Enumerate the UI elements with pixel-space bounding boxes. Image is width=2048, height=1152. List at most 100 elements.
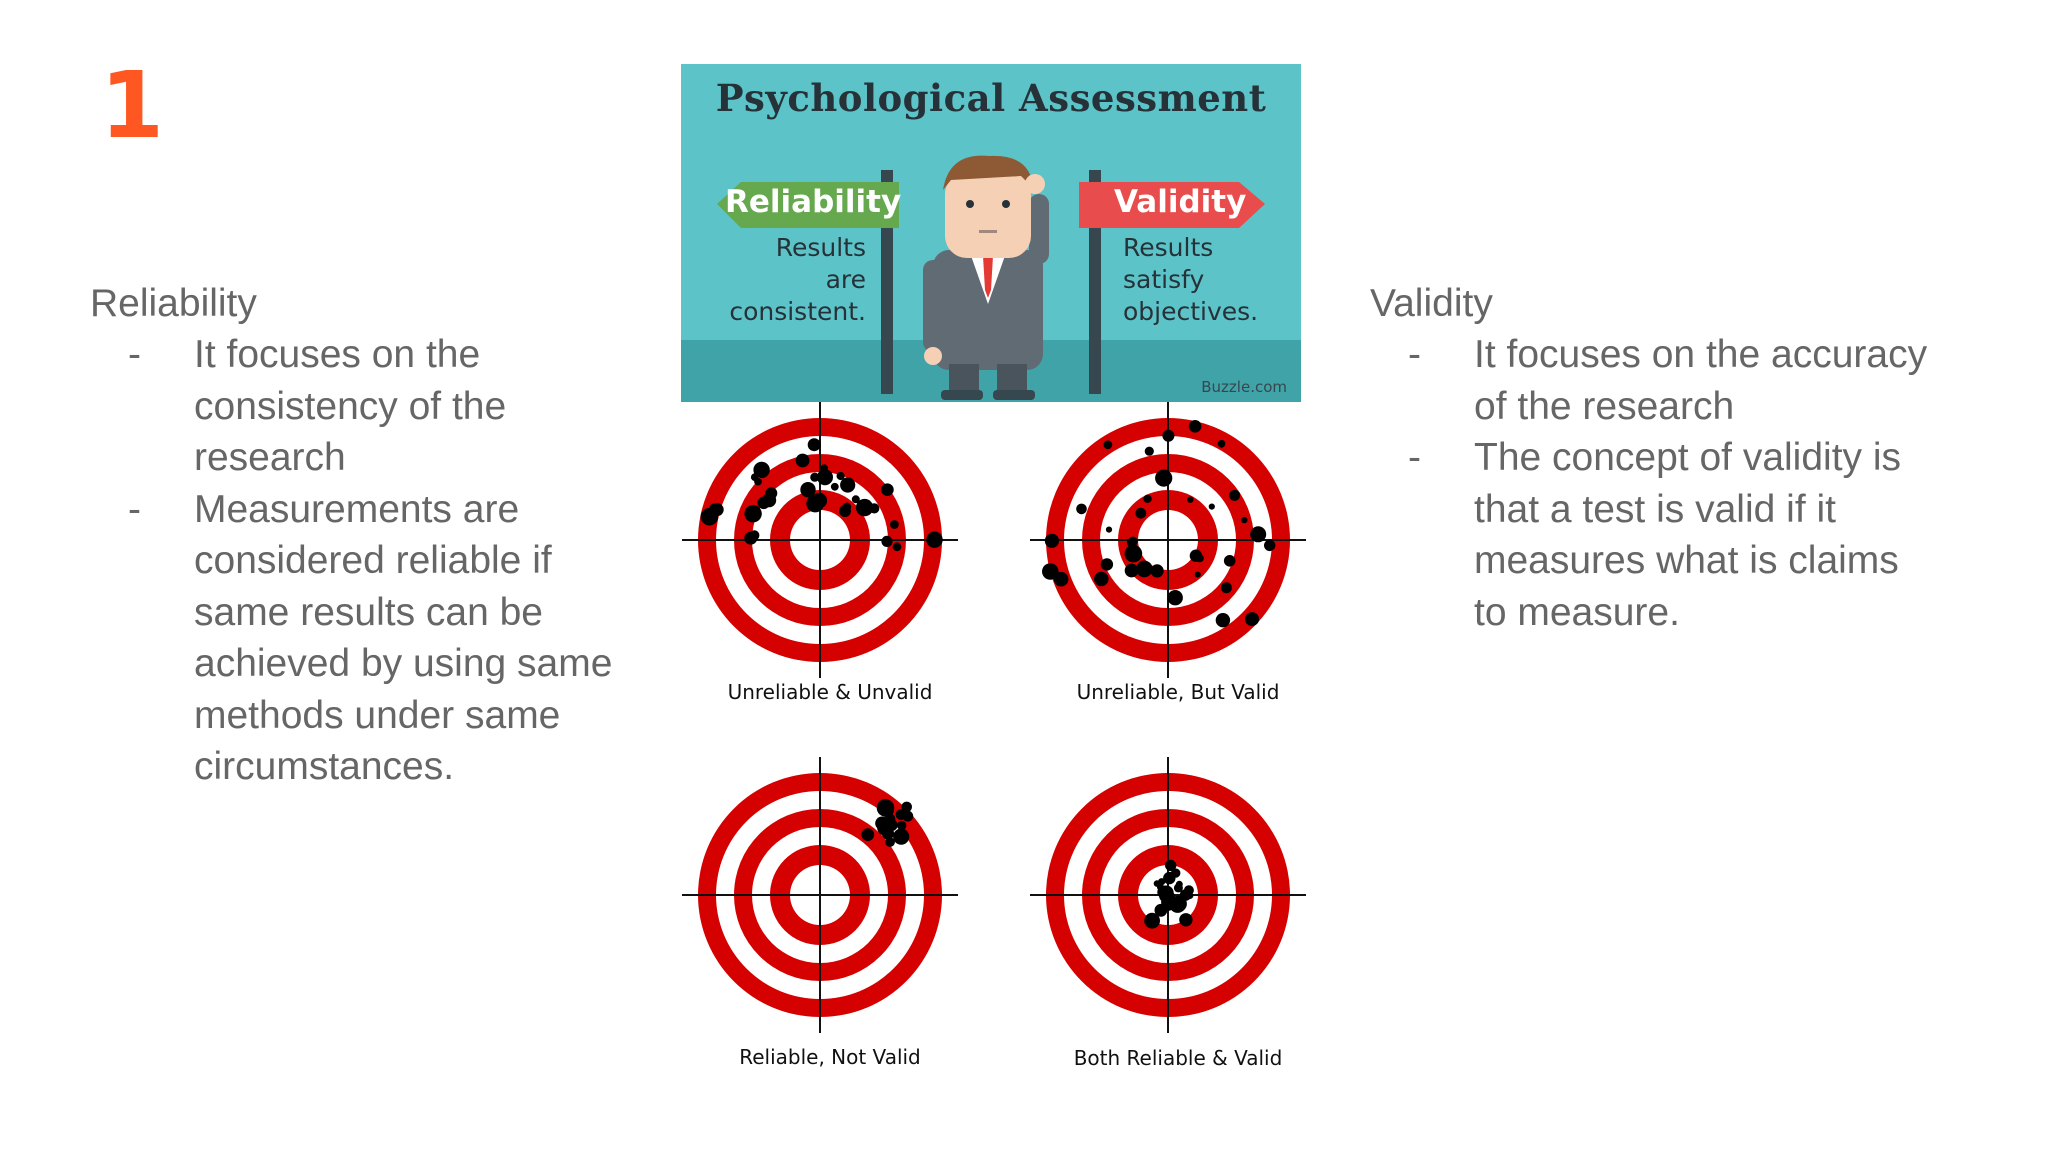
validity-bullets: - It focuses on the accuracy of the rese… xyxy=(1370,329,2010,638)
hit-dot xyxy=(1187,496,1194,503)
hit-dot xyxy=(1245,612,1259,627)
targets-grid: Unreliable & Unvalid Unreliable, But Val… xyxy=(670,400,1310,1090)
target-caption: Unreliable, But Valid xyxy=(1076,680,1280,704)
hit-dot xyxy=(888,822,897,830)
right-text-line: Results xyxy=(1123,233,1214,262)
hit-dot xyxy=(1100,558,1114,571)
hit-dot xyxy=(1042,563,1059,580)
hit-dot xyxy=(709,503,719,513)
banner-title: Psychological Assessment xyxy=(715,76,1267,120)
right-text-line: satisfy xyxy=(1123,265,1205,294)
bullet-line: achieved by using same xyxy=(194,642,613,685)
hit-dot xyxy=(901,801,912,813)
hit-dot xyxy=(1215,613,1231,628)
bullet-line: same results can be xyxy=(194,590,544,634)
hit-dot xyxy=(836,471,845,481)
targets-illustration xyxy=(682,402,1306,1033)
hit-dot xyxy=(1186,891,1194,900)
right-sign-text: Results satisfy objectives. xyxy=(1123,232,1293,328)
man-figure xyxy=(923,155,1049,400)
bullet-marker: - xyxy=(128,333,141,376)
bullet-item: - It focuses on the consistency of the r… xyxy=(90,329,670,484)
bullet-line: methods under same xyxy=(194,693,561,737)
hit-dot xyxy=(897,820,907,831)
target-caption: Both Reliable & Valid xyxy=(1073,1046,1283,1070)
hit-dot xyxy=(1179,913,1193,927)
hit-dot xyxy=(744,505,762,523)
banner-illustration xyxy=(681,155,1301,402)
hit-dot xyxy=(1217,439,1226,448)
hit-dot xyxy=(1173,883,1183,893)
hit-dot xyxy=(700,507,719,526)
hit-dot xyxy=(1053,571,1069,587)
hit-dot xyxy=(893,828,910,845)
hit-dot xyxy=(881,483,894,496)
bullet-line: consistency of the xyxy=(194,384,507,428)
bullet-item: - The concept of validity is that a test… xyxy=(1370,432,2010,638)
hit-dot xyxy=(1188,420,1202,433)
bullet-line: to measure. xyxy=(1474,590,1680,634)
target-caption: Reliable, Not Valid xyxy=(739,1045,921,1069)
hit-dot xyxy=(1162,429,1175,442)
hit-dot xyxy=(1220,582,1232,594)
hit-dot xyxy=(1076,503,1087,515)
bullet-line: Measurements are xyxy=(194,487,520,531)
bullet-marker: - xyxy=(1408,333,1421,376)
bullet-line: considered reliable if xyxy=(194,539,552,582)
hit-dot xyxy=(811,492,828,509)
bullet-line: It focuses on the accuracy xyxy=(1474,333,1928,376)
hit-dot xyxy=(855,498,874,517)
hit-dot xyxy=(744,531,758,545)
bullet-marker: - xyxy=(1408,436,1421,479)
hit-dot xyxy=(840,477,856,493)
hit-dot xyxy=(1135,507,1147,519)
target-caption: Unreliable & Unvalid xyxy=(727,680,933,704)
right-text-line: objectives. xyxy=(1123,297,1259,326)
hit-dot xyxy=(1256,530,1265,539)
hit-dot xyxy=(875,816,889,831)
hit-dot xyxy=(1155,469,1173,487)
hit-dot xyxy=(1124,563,1139,578)
hit-dot xyxy=(885,837,895,847)
left-text-line: consistent. xyxy=(729,297,866,326)
reliability-column: Reliability - It focuses on the consiste… xyxy=(90,278,670,793)
hit-dot xyxy=(762,493,777,508)
hit-dot xyxy=(861,828,875,841)
hit-dot xyxy=(842,502,852,512)
left-sign-arrow xyxy=(717,182,899,228)
hit-dot xyxy=(830,482,839,491)
hit-dot xyxy=(1105,526,1113,533)
hit-dot xyxy=(753,461,770,479)
hit-dot xyxy=(1144,912,1160,929)
bullet-item: - Measurements are considered reliable i… xyxy=(90,484,670,793)
bullet-item: - It focuses on the accuracy of the rese… xyxy=(1370,329,2010,432)
hit-dot xyxy=(1241,516,1248,524)
reliability-heading: Reliability xyxy=(90,282,257,325)
hit-dot xyxy=(1195,554,1204,563)
bullet-line: The concept of validity is xyxy=(1474,436,1902,479)
hit-dot xyxy=(810,472,820,482)
right-sign-arrow xyxy=(1079,182,1265,228)
bullet-line: that a test is valid if it xyxy=(1474,487,1836,531)
bullet-marker: - xyxy=(128,487,141,531)
slide-number: 1 xyxy=(100,52,165,159)
assessment-banner: Psychological Assessment Reliability Val… xyxy=(681,64,1301,402)
hit-dot xyxy=(1136,560,1153,578)
hit-dot xyxy=(1143,494,1152,503)
hit-dot xyxy=(876,799,895,817)
hit-dot xyxy=(1264,539,1276,552)
left-sign-label: Reliability xyxy=(725,184,902,220)
banner-credit: Buzzle.com xyxy=(1201,378,1287,396)
hit-dot xyxy=(1124,544,1143,563)
right-sign-label: Validity xyxy=(1114,184,1247,220)
hit-dot xyxy=(800,482,816,498)
hit-dot xyxy=(1194,571,1201,578)
hit-dot xyxy=(1150,564,1164,578)
hit-dot xyxy=(1161,896,1174,909)
bullet-line: measures what is claims xyxy=(1474,539,1899,582)
bullet-line: research xyxy=(194,436,346,479)
hit-dot xyxy=(881,535,893,547)
validity-column: Validity - It focuses on the accuracy of… xyxy=(1370,278,2010,638)
hit-dot xyxy=(1144,446,1154,456)
